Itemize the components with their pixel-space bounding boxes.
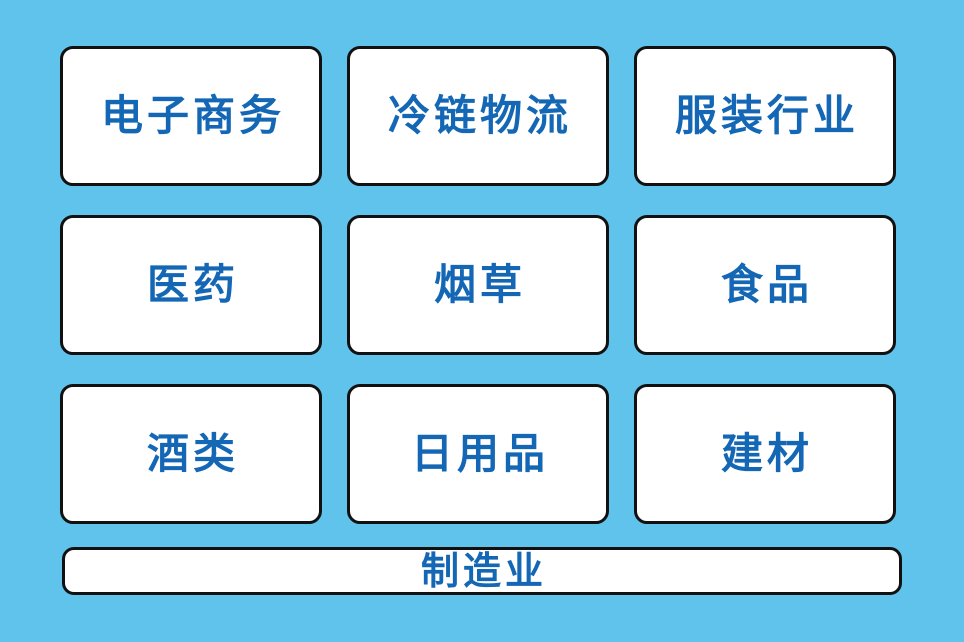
category-card-apparel-industry: 服装行业	[634, 46, 896, 186]
category-card-ecommerce: 电子商务	[60, 46, 322, 186]
category-label-alcohol: 酒类	[146, 429, 239, 478]
category-label-building-materials: 建材	[720, 429, 813, 478]
category-card-daily-necessities: 日用品	[347, 384, 609, 524]
category-card-cold-chain-logistics: 冷链物流	[347, 46, 609, 186]
category-label-manufacturing: 制造业	[420, 549, 547, 593]
category-label-apparel-industry: 服装行业	[674, 91, 859, 140]
category-card-tobacco: 烟草	[347, 215, 609, 355]
category-label-cold-chain-logistics: 冷链物流	[387, 91, 572, 140]
category-label-pharmaceutical: 医药	[146, 260, 239, 309]
category-label-tobacco: 烟草	[433, 260, 526, 309]
category-bar-manufacturing: 制造业	[62, 547, 902, 595]
category-label-ecommerce: 电子商务	[100, 91, 285, 140]
category-card-pharmaceutical: 医药	[60, 215, 322, 355]
category-card-food: 食品	[634, 215, 896, 355]
category-label-food: 食品	[720, 260, 813, 309]
category-grid: 电子商务 冷链物流 服装行业 医药 烟草 食品 酒类 日用品 建材	[60, 46, 896, 524]
category-card-alcohol: 酒类	[60, 384, 322, 524]
category-label-daily-necessities: 日用品	[410, 429, 549, 478]
category-card-building-materials: 建材	[634, 384, 896, 524]
